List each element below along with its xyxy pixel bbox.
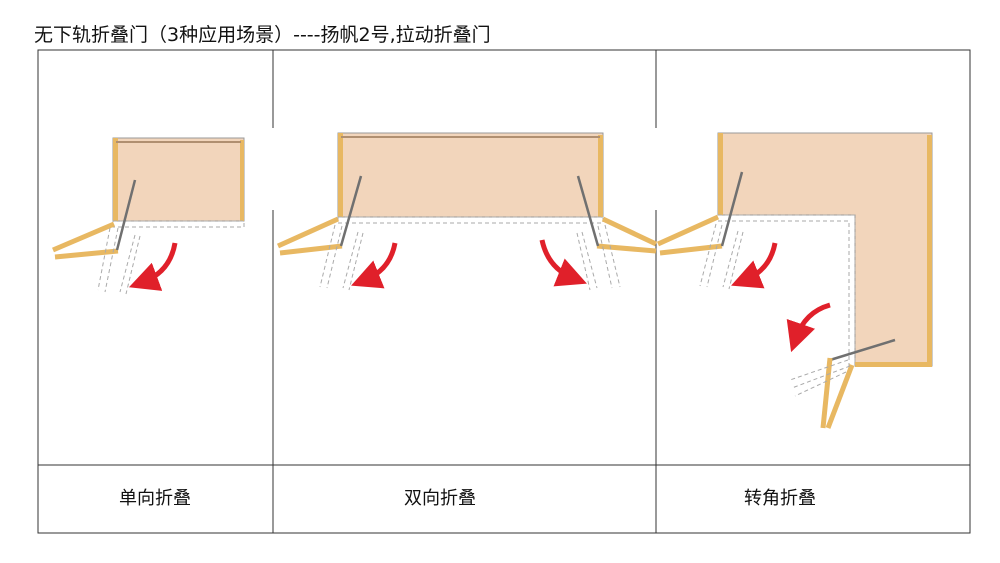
single-fold-illustration — [52, 137, 245, 295]
table-grid — [37, 49, 971, 534]
diagram-title: 无下轨折叠门（3种应用场景）----扬帆2号,拉动折叠门 — [34, 24, 491, 46]
scenario-label-single: 单向折叠 — [119, 488, 191, 509]
scenario-label-double: 双向折叠 — [404, 488, 476, 509]
scenario-label-corner: 转角折叠 — [744, 488, 816, 509]
corner-fold-illustration — [656, 132, 933, 429]
double-fold-illustration — [276, 132, 658, 291]
